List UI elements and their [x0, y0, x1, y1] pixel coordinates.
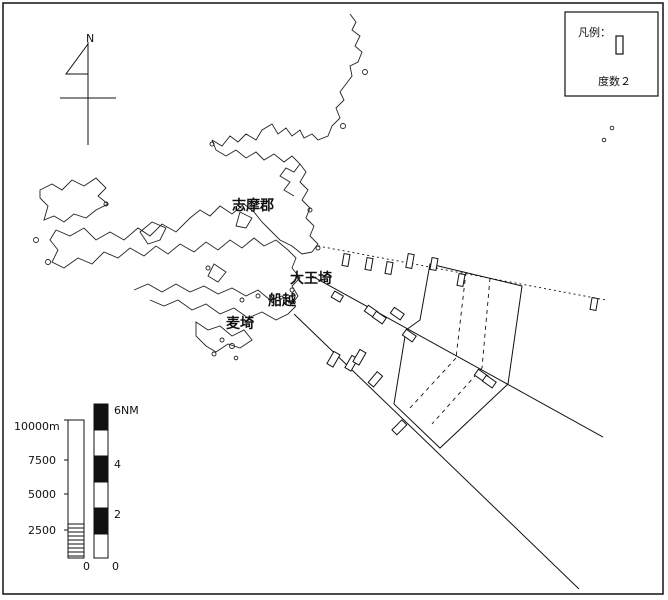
coastline — [33, 13, 615, 361]
place-labels: 志摩郡 大王埼 船越 麦埼 — [226, 197, 332, 332]
legend-symbol-caption: 度数２ — [598, 74, 631, 88]
scale-m-tick-5000: 5000 — [28, 488, 56, 501]
survey-line-middle — [311, 275, 604, 438]
scale-m-tick-10000: 10000m — [14, 420, 60, 433]
legend-title: 凡例： — [578, 25, 611, 39]
scale-m-zero: 0 — [83, 560, 90, 573]
scale-bar-meters: 10000m 7500 5000 2500 0 — [14, 419, 90, 573]
legend-symbol — [615, 35, 624, 55]
scale-nm-tick-6: 6NM — [114, 404, 139, 417]
scale-nm-zero: 0 — [112, 560, 119, 573]
legend: 凡例： 度数２ — [564, 11, 659, 97]
place-daiozaki: 大王埼 — [290, 270, 332, 287]
scale-bar-nm: 6NM 4 2 0 — [93, 403, 139, 573]
place-mugisaki: 麦埼 — [226, 315, 254, 332]
survey-lines — [293, 245, 607, 590]
north-label: N — [86, 32, 94, 45]
survey-line-north — [317, 245, 607, 301]
north-arrow-icon: N — [60, 32, 116, 145]
place-shima-gun: 志摩郡 — [232, 197, 274, 214]
scale-nm-tick-4: 4 — [114, 458, 121, 471]
survey-line-south — [293, 313, 580, 590]
frequency-markers — [326, 252, 599, 436]
legend-box — [564, 11, 659, 97]
map-frame — [2, 2, 664, 595]
scale-nm-tick-2: 2 — [114, 508, 121, 521]
survey-zone-boundary — [393, 263, 523, 449]
place-funakoshi: 船越 — [268, 292, 297, 309]
scale-m-tick-2500: 2500 — [28, 524, 56, 537]
scale-m-tick-7500: 7500 — [28, 454, 56, 467]
